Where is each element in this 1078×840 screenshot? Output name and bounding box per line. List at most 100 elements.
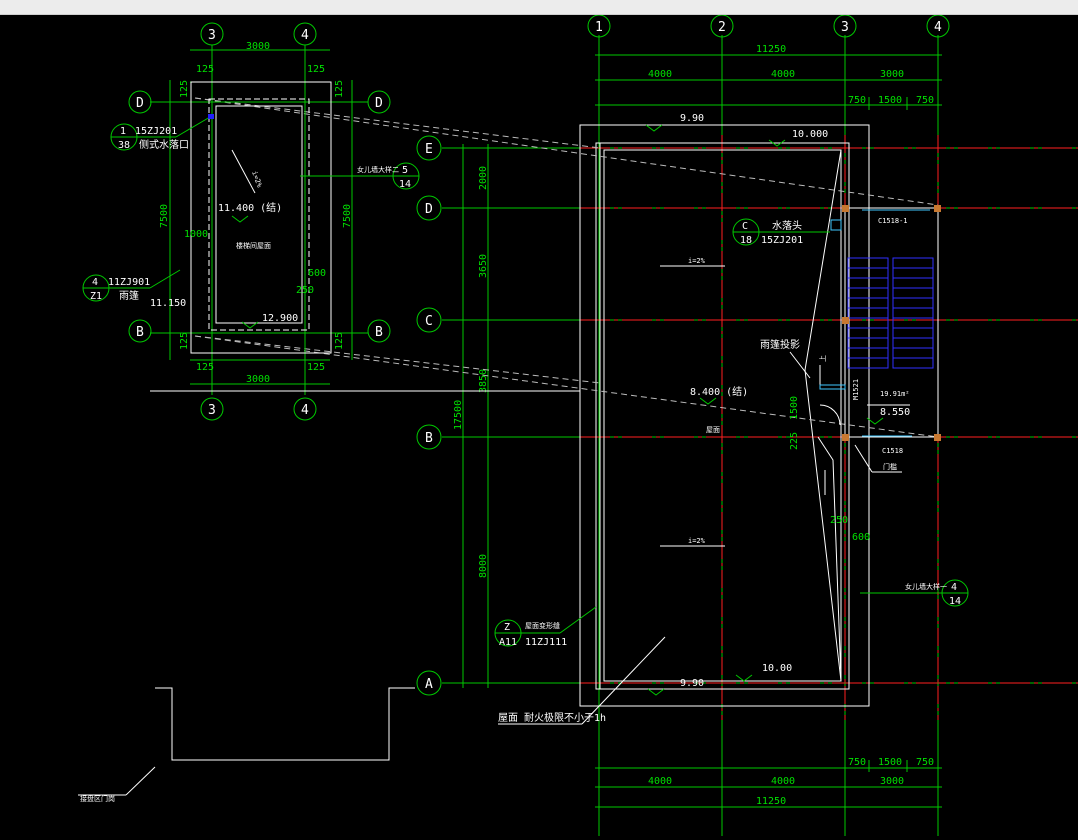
stair-core: C1518-1 C1518 19.91m² M1521: [842, 205, 941, 455]
roof-fire-note: 屋面 耐火极限不小于1h: [498, 636, 666, 725]
svg-text:125: 125: [334, 332, 345, 350]
svg-text:14: 14: [949, 596, 961, 607]
svg-text:4: 4: [934, 20, 942, 35]
svg-text:D: D: [375, 96, 383, 111]
svg-text:4: 4: [92, 277, 98, 288]
svg-text:10.000: 10.000: [792, 129, 828, 140]
svg-text:A11: A11: [499, 637, 517, 648]
gatehouse-outline: 接盘区门岗: [78, 687, 415, 803]
svg-text:750: 750: [848, 95, 866, 106]
svg-text:2000: 2000: [478, 166, 489, 190]
svg-text:接盘区门岗: 接盘区门岗: [80, 794, 115, 803]
svg-text:3850: 3850: [478, 369, 489, 393]
svg-text:125: 125: [196, 64, 214, 75]
small-bubble-3-top[interactable]: 3: [200, 22, 224, 46]
svg-text:750: 750: [916, 95, 934, 106]
callout-canopy[interactable]: 4 Z1 11ZJ901 雨篷: [82, 269, 181, 302]
col-bubble-3[interactable]: 3: [833, 14, 857, 38]
svg-text:11ZJ111: 11ZJ111: [525, 637, 567, 648]
small-bubble-B-left[interactable]: B: [128, 319, 152, 343]
row-bubble-A[interactable]: A: [416, 670, 442, 696]
callout-expansion-joint[interactable]: Z A11 11ZJ111 屋面变形缝: [494, 606, 597, 648]
svg-text:4: 4: [301, 28, 309, 43]
svg-text:B: B: [425, 431, 433, 446]
svg-text:8000: 8000: [478, 554, 489, 578]
svg-text:上: 上: [818, 355, 827, 362]
callout-side-drain[interactable]: 1 38 15ZJ201 侧式水落口: [110, 114, 214, 151]
top-dimensions: 11250 4000 4000 3000 750 1500 750: [595, 44, 942, 110]
svg-text:女儿墙大样二: 女儿墙大样二: [357, 165, 399, 174]
callout-rain-head[interactable]: C 18 15ZJ201 水落头: [732, 218, 842, 246]
svg-text:2: 2: [718, 20, 726, 35]
svg-text:4000: 4000: [771, 69, 795, 80]
svg-text:15ZJ201: 15ZJ201: [135, 126, 177, 137]
svg-text:18: 18: [740, 235, 752, 246]
small-bubble-D-right[interactable]: D: [367, 90, 391, 114]
svg-text:125: 125: [179, 80, 190, 98]
svg-text:雨篷投影: 雨篷投影: [760, 338, 800, 351]
svg-text:4: 4: [301, 403, 309, 418]
svg-text:Z: Z: [504, 622, 510, 633]
svg-text:B: B: [375, 325, 383, 340]
svg-text:17500: 17500: [453, 400, 464, 430]
svg-text:1500: 1500: [878, 95, 902, 106]
svg-text:楼梯间屋面: 楼梯间屋面: [236, 241, 271, 250]
svg-text:i=2%: i=2%: [250, 170, 264, 189]
small-bubble-B-right[interactable]: B: [367, 319, 391, 343]
svg-text:B: B: [136, 325, 144, 340]
vertical-dimensions: 2000 3650 3850 8000 17500: [453, 144, 489, 688]
elevation-marks: 9.90 10.000 10.00 9.90 8.400 (结) 8.550: [645, 113, 910, 696]
svg-text:Z1: Z1: [90, 291, 102, 302]
row-bubble-D[interactable]: D: [416, 195, 442, 221]
small-bubble-D-left[interactable]: D: [128, 90, 152, 114]
svg-text:3: 3: [208, 28, 216, 43]
svg-text:水落头: 水落头: [772, 220, 802, 232]
callout-parapet-2[interactable]: 5 14 女儿墙大样二: [300, 162, 420, 190]
svg-text:600: 600: [308, 268, 326, 279]
svg-text:11250: 11250: [756, 44, 786, 55]
svg-text:250: 250: [296, 285, 314, 296]
svg-text:1: 1: [595, 20, 603, 35]
svg-text:11ZJ901: 11ZJ901: [108, 277, 150, 288]
row-bubble-B[interactable]: B: [416, 424, 442, 450]
svg-text:屋面变形缝: 屋面变形缝: [525, 621, 560, 630]
bottom-dimensions: 750 1500 750 4000 4000 3000 11250: [595, 757, 942, 808]
svg-text:D: D: [136, 96, 144, 111]
svg-text:D: D: [425, 202, 433, 217]
svg-text:4000: 4000: [771, 776, 795, 787]
svg-text:门槛: 门槛: [883, 462, 897, 471]
svg-text:4000: 4000: [648, 776, 672, 787]
row-bubble-C[interactable]: C: [416, 307, 442, 333]
svg-text:C: C: [425, 314, 433, 329]
svg-text:女儿墙大样一: 女儿墙大样一: [905, 582, 947, 591]
small-bubble-3-bottom[interactable]: 3: [200, 397, 224, 421]
svg-text:7500: 7500: [342, 204, 353, 228]
svg-text:C1518: C1518: [882, 447, 903, 455]
svg-text:750: 750: [916, 757, 934, 768]
svg-text:750: 750: [848, 757, 866, 768]
svg-text:M1521: M1521: [852, 379, 860, 400]
svg-text:屋面: 屋面: [706, 426, 720, 434]
svg-text:C1518-1: C1518-1: [878, 217, 908, 225]
small-bubble-4-top[interactable]: 4: [293, 22, 317, 46]
svg-text:14: 14: [399, 179, 411, 190]
col-bubble-4[interactable]: 4: [926, 14, 950, 38]
svg-text:11.400 (结): 11.400 (结): [218, 201, 282, 214]
slope-arrows: i=2% i=2% 上: [660, 257, 827, 547]
row-bubble-E[interactable]: E: [416, 135, 442, 161]
small-bubble-4-bottom[interactable]: 4: [293, 397, 317, 421]
svg-text:15ZJ201: 15ZJ201: [761, 235, 803, 246]
window-title-bar: [0, 0, 1078, 15]
col-bubble-1[interactable]: 1: [587, 14, 611, 38]
col-bubble-2[interactable]: 2: [710, 14, 734, 38]
svg-text:3000: 3000: [880, 776, 904, 787]
small-roof-dimensions: 3000 125 125 3000 125 125 125 125 125 12…: [150, 41, 353, 385]
svg-text:3: 3: [841, 20, 849, 35]
svg-text:3650: 3650: [478, 254, 489, 278]
svg-text:38: 38: [118, 140, 130, 151]
svg-text:19.91m²: 19.91m²: [880, 390, 910, 398]
svg-text:12.900: 12.900: [262, 313, 298, 324]
cad-drawing-canvas[interactable]: 1 2 3 4 11250 4000 4000 3000 750 1500 75…: [0, 14, 1078, 836]
callout-parapet-1[interactable]: 4 14 女儿墙大样一: [860, 579, 969, 607]
svg-text:3000: 3000: [246, 374, 270, 385]
